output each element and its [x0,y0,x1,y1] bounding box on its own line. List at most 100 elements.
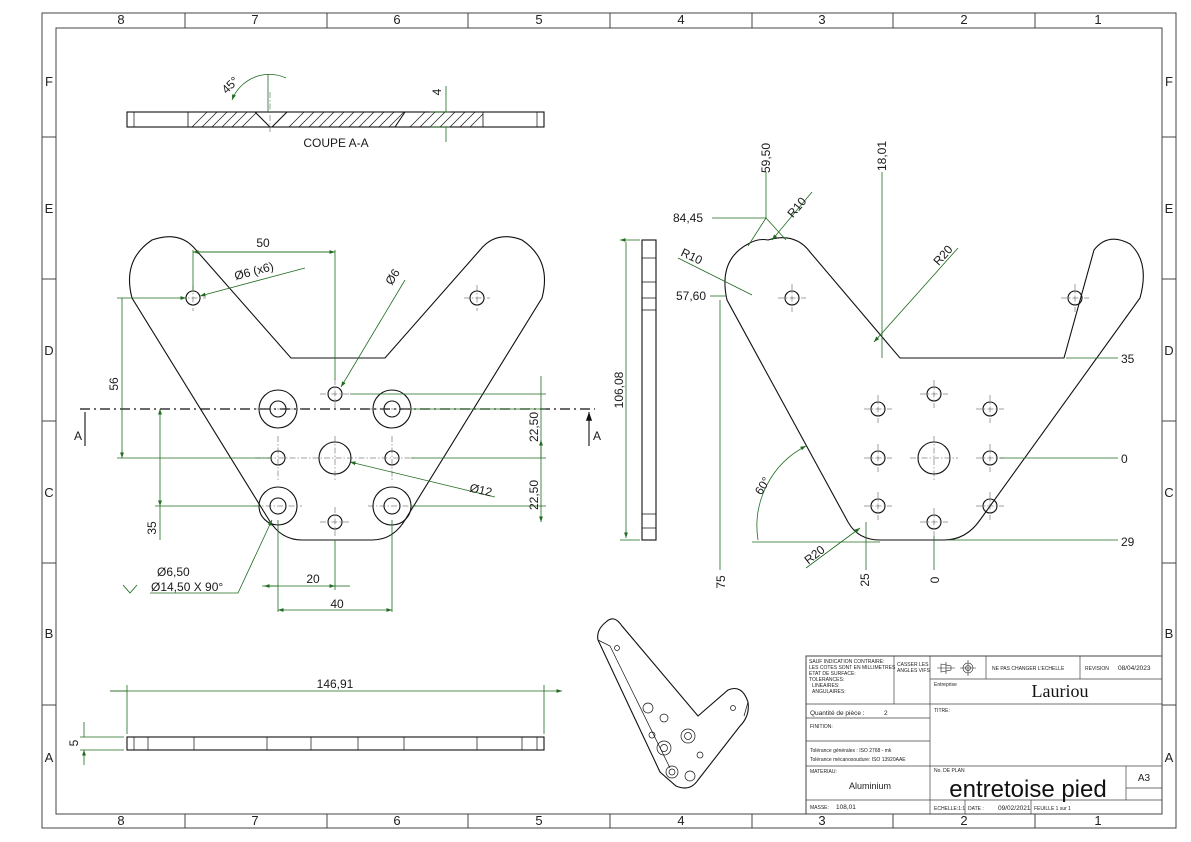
right-holes [784,290,1083,530]
dim-r20-top: R20 [930,242,955,268]
zone-labels-left: F E D C B A [44,74,53,765]
counterbore-spec: Ø14,50 X 90° [151,580,223,594]
revision-label: REVISION [1085,666,1109,672]
zone-top-5: 5 [535,12,542,27]
quantity-value: 2 [884,710,888,717]
material-label: MATERIAU: [810,769,837,775]
zone-right-A: A [1165,750,1174,765]
zone-bottom-5: 5 [535,813,542,828]
right-dimensions: 59,50 84,45 R10 R10 57,60 18,01 R20 35 0… [673,141,1135,589]
bottom-thickness: 5 [67,739,81,746]
sheet-format: A3 [1138,773,1151,784]
dim-hole-12: Ø12 [468,481,494,500]
svg-text:TOLERANCES:: TOLERANCES: [809,677,844,683]
dim-hole-6: Ø6 [382,266,403,287]
zone-bottom-8: 8 [117,813,124,828]
front-view: A A 50 Ø6 (x6) Ø6 56 [74,236,601,612]
general-notes: SAUF INDICATION CONTRAIRE: LES COTES SON… [809,659,896,695]
dim-r10-left: R10 [679,245,705,267]
zone-top-2: 2 [960,12,967,27]
section-hatching [191,111,484,128]
dim-r20-bottom: R20 [802,542,828,567]
bottom-view: 146,91 5 [67,677,562,765]
side-view: 106,08 [612,240,657,540]
dim-22-50-top: 22,50 [527,412,541,442]
zone-bottom-3: 3 [818,813,825,828]
dim-35: 35 [145,521,159,535]
plan-number-label: No. DE PLAN [934,768,965,774]
section-letter-right: A [593,429,601,443]
dim-50: 50 [256,236,270,250]
bottom-length: 146,91 [317,677,354,691]
section-angle: 45° [219,74,242,97]
dim-22-50-bottom: 22,50 [527,480,541,510]
section-letter-left: A [74,429,82,443]
date-label: DATE : [968,806,984,812]
sheet-frame [41,12,1177,829]
zone-top-6: 6 [393,12,400,27]
company-name: Lauriou [1032,681,1089,701]
dim-57-60: 57,60 [676,289,706,303]
zone-bottom-7: 7 [251,813,258,828]
zone-right-B: B [1165,626,1174,641]
dim-0-bottom: 0 [928,576,942,583]
section-view: 45° 4 COUPE A-A [126,74,545,150]
tolerance-general: Tolérance générales : ISO 2768 - mk [810,748,892,754]
svg-text:LES COTES SONT EN MILLIMETRES: LES COTES SONT EN MILLIMETRES [809,665,896,671]
zone-bottom-4: 4 [677,813,684,828]
mass-value: 108,01 [836,804,856,811]
dim-hole-6x6: Ø6 (x6) [233,259,275,283]
zone-labels-right: F E D C B A [1164,74,1173,765]
date-value: 09/02/2021 [998,805,1031,812]
dim-56: 56 [107,377,121,391]
dim-r10-top: R10 [784,194,809,220]
scale-value: ECHELLE:1:1 [934,806,965,812]
right-view: 59,50 84,45 R10 R10 57,60 18,01 R20 35 0… [673,141,1144,589]
zone-top-7: 7 [251,12,258,27]
front-dimensions: 50 Ø6 (x6) Ø6 56 35 22,50 22,50 Ø12 20 [107,236,546,612]
edges-note-2: ANGLES VIFS [897,668,930,674]
finish-label: FINITION: [810,724,833,730]
dim-20: 20 [306,572,320,586]
dim-59-50: 59,50 [759,143,773,173]
isometric-view [597,618,749,789]
dim-75: 75 [714,575,728,589]
zone-left-B: B [45,626,54,641]
zone-labels-bottom: 8 7 6 5 4 3 2 1 [117,813,1101,828]
part-name: entretoise pied [949,776,1106,803]
right-plate-outline [724,237,1144,541]
dim-84-45: 84,45 [673,211,703,225]
company-label: Entreprise [934,682,957,688]
zone-right-F: F [1165,74,1173,89]
zone-right-E: E [1165,201,1174,216]
dim-0-right: 0 [1121,452,1128,466]
section-thickness: 4 [430,88,444,95]
title-label: TITRE: [934,708,950,714]
counterbore-diameter: Ø6,50 [157,565,190,579]
tolerance-weld: Tolérance mécanosoudure: ISO 13920AAE [810,757,906,763]
zone-left-E: E [45,201,54,216]
section-label: COUPE A-A [303,136,368,150]
projection-symbol-icon [937,660,976,676]
zone-top-8: 8 [117,12,124,27]
sheet-count: FEUILLE 1 sur 1 [1034,806,1071,812]
zone-left-A: A [45,750,54,765]
material-value: Aluminium [849,781,891,791]
edges-note-1: CASSER LES [897,662,929,668]
side-height: 106,08 [612,371,626,408]
mass-label: MASSE: [810,805,829,811]
dim-25: 25 [858,573,872,587]
zone-labels-top: 8 7 6 5 4 3 2 1 [117,12,1101,27]
zone-top-1: 1 [1094,12,1101,27]
zone-top-3: 3 [818,12,825,27]
dim-60-degrees: 60° [752,474,774,497]
svg-text:ANGULAIRES:: ANGULAIRES: [812,689,846,695]
zone-left-D: D [44,343,53,358]
zone-bottom-2: 2 [960,813,967,828]
title-block: SAUF INDICATION CONTRAIRE: LES COTES SON… [805,655,1163,815]
zone-right-D: D [1164,343,1173,358]
dim-35-right: 35 [1121,352,1135,366]
zone-right-C: C [1164,485,1173,500]
zone-bottom-6: 6 [393,813,400,828]
